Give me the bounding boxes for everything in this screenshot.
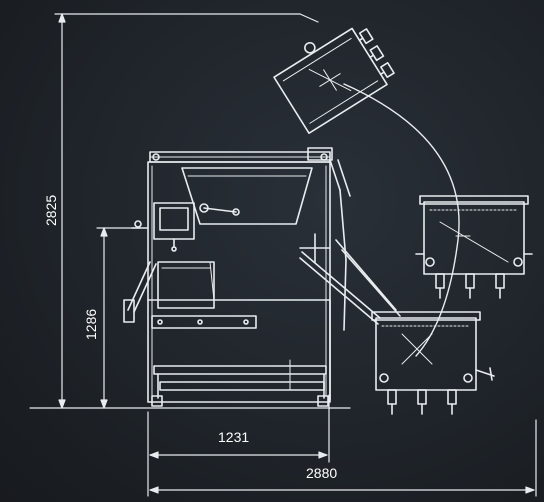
dimension-lines — [29, 13, 537, 497]
middle-bowl — [415, 195, 533, 299]
lower-bowl — [371, 311, 495, 415]
machine-body — [123, 147, 401, 407]
base-width-label: 1231 — [218, 429, 250, 445]
working-height-label: 1286 — [83, 308, 99, 340]
lifted-bowl — [273, 27, 395, 135]
swing-arc — [343, 83, 460, 357]
total-width-label: 2880 — [306, 465, 338, 481]
total-height-label: 2825 — [43, 194, 59, 226]
